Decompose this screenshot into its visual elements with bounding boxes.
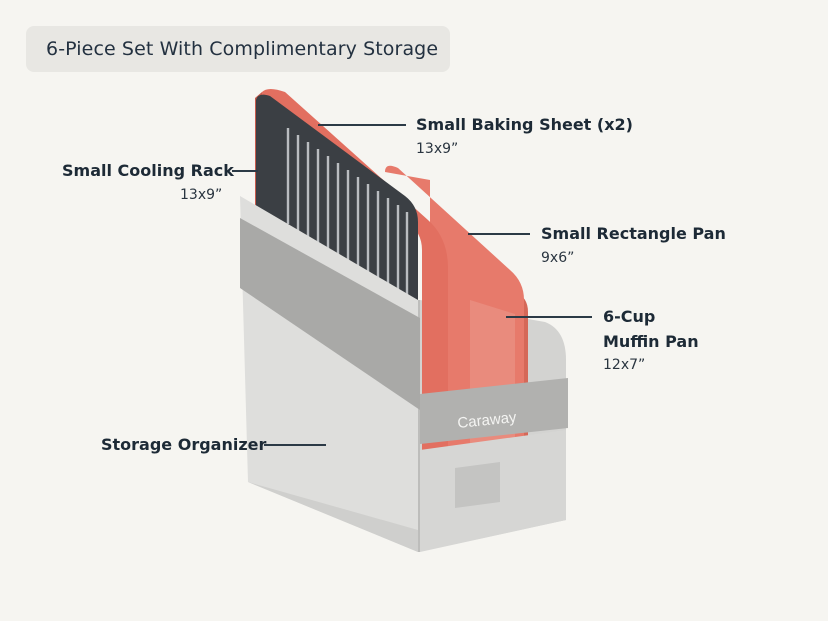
rectangle-pan-size: 9x6” (541, 250, 575, 266)
muffin-pan-size: 12x7” (603, 357, 646, 373)
rectangle-pan-leader (468, 233, 530, 235)
organizer-side-strap (240, 218, 420, 410)
rectangle-pan-label: Small Rectangle Pan (541, 224, 726, 243)
baking-sheet-leader (318, 124, 406, 126)
baking-sheet-label: Small Baking Sheet (x2) (416, 115, 633, 134)
page-title: 6-Piece Set With Complimentary Storage (26, 26, 450, 72)
cooling-rack-leader (232, 170, 258, 172)
organizer-front-strap (420, 378, 568, 444)
baking-sheet-size: 13x9” (416, 141, 459, 157)
muffin-pan-leader (506, 316, 592, 318)
brand-logo: Caraway (457, 409, 518, 432)
organizer-label: Storage Organizer (101, 435, 267, 454)
cooling-rack-label: Small Cooling Rack (62, 161, 234, 180)
organizer-divider (455, 462, 500, 508)
page-title-text: 6-Piece Set With Complimentary Storage (46, 38, 439, 60)
organizer-leader (264, 444, 326, 446)
muffin-pan-label-line1: 6-Cup (603, 307, 656, 326)
cooling-rack-size: 13x9” (180, 187, 223, 203)
muffin-pan-label-line2: Muffin Pan (603, 332, 699, 351)
